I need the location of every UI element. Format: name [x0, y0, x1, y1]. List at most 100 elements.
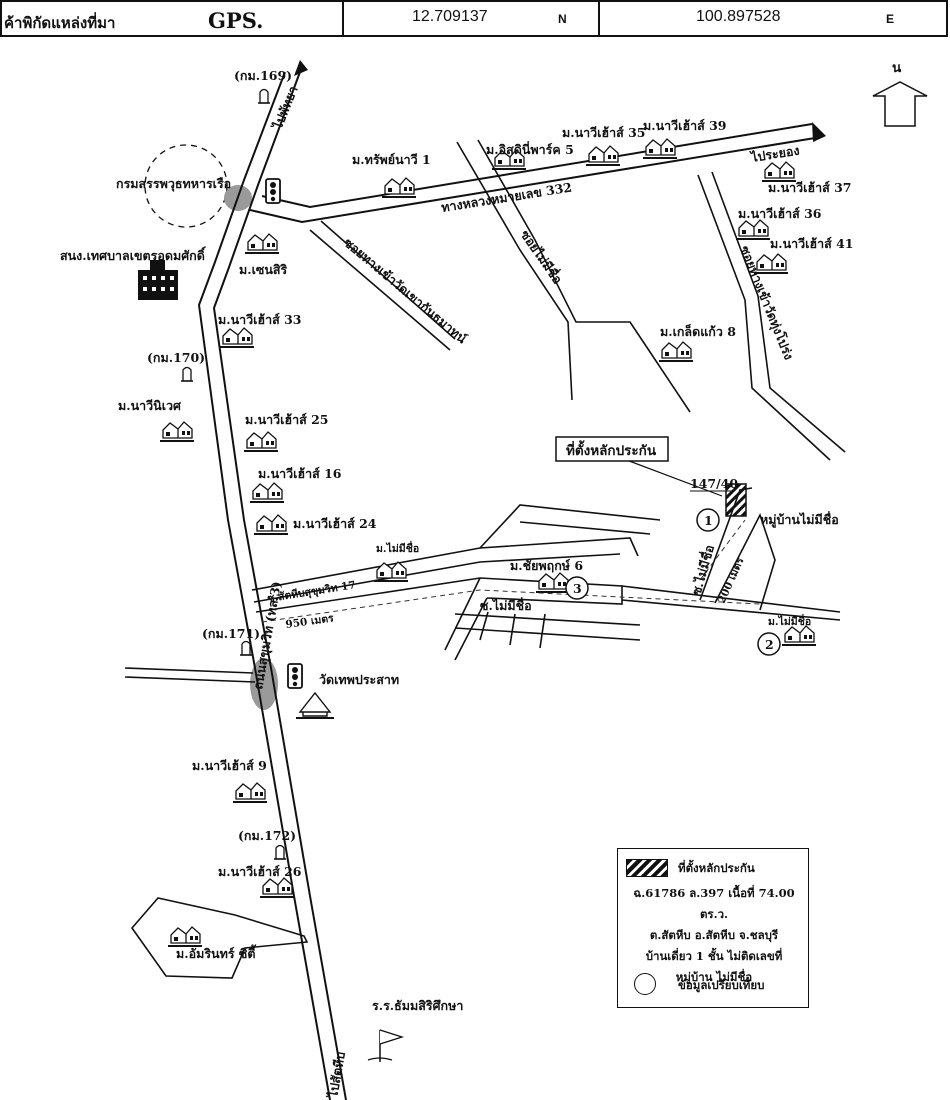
longitude-cell: 100.897528 E [600, 2, 946, 35]
navy-house-37-label: ม.นาวีเฮ้าส์ 37 [768, 180, 851, 195]
house-icon [167, 926, 203, 947]
north-arrow-icon: น [872, 60, 928, 127]
chaiyaphruek-6-label: ม.ชัยพฤกษ์ 6 [510, 558, 583, 573]
navy-house-41-label: ม.นาวีเฮ้าส์ 41 [770, 236, 853, 251]
house-icon [735, 219, 771, 240]
hwy332-label: ทางหลวงหมายเลข 332 [440, 179, 573, 214]
navy-house-39-label: ม.นาวีเฮ้าส์ 39 [643, 118, 726, 133]
soi-mai-mi-chue-road [456, 139, 691, 413]
legend-line-3: บ้านเดี่ยว 1 ชั้น ไม่ติดเลขที่ [645, 949, 783, 963]
sen-siri-label: ม.เซนสิริ [239, 262, 288, 277]
collateral-house-no: 147/40 [690, 476, 738, 491]
house-icon [585, 145, 621, 166]
legend-line-4: หมู่บ้าน ไม่มีชื่อ [675, 970, 753, 984]
km-post-icon [180, 366, 194, 382]
comparable-3: 3 [565, 576, 589, 600]
km-post-icon [257, 88, 271, 104]
school-label: ร.ร.ธัมมสิริศึกษา [372, 998, 463, 1013]
side-road [124, 676, 256, 683]
temple-icon [296, 691, 334, 719]
house-icon [761, 161, 797, 182]
km-172-label: (กม.172) [238, 828, 296, 843]
distance-200-label: 200 เมตร [716, 556, 747, 606]
road-arrow-icon [294, 60, 308, 76]
amarin-city-area [130, 897, 309, 979]
svg-text:1: 1 [704, 513, 713, 528]
soi-thung-prong-road [697, 171, 846, 461]
latitude-value: 12.709137 [412, 8, 488, 25]
house-icon [642, 138, 678, 159]
municipality-label: สนง.เทศบาลเขตรอุดมศักดิ์ [60, 246, 207, 264]
house-icon [244, 233, 280, 254]
km-169-label: (กม.169) [234, 68, 292, 83]
legend-line-1: ฉ.61786 ล.397 เนื้อที่ 74.00 ตร.ว. [633, 886, 795, 921]
navy-house-16-label: ม.นาวีเฮ้าส์ 16 [258, 466, 342, 481]
amarin-city-label: ม.อัมรินทร์ ซิตี้ [176, 944, 257, 961]
navy-house-36-label: ม.นาวีเฮ้าส์ 36 [738, 206, 822, 221]
north-label: น [892, 60, 902, 76]
soi-khao-kan-road [309, 229, 451, 351]
no-name-1-label: ม.ไม่มีชื่อ [376, 540, 419, 555]
flag-icon [367, 1029, 405, 1062]
legend: ที่ตั้งหลักประกัน ฉ.61786 ล.397 เนื้อที่… [617, 848, 809, 1008]
navy-dept-label: กรมสรรพวุธทหารเรือ [116, 176, 231, 192]
side-road [124, 667, 254, 674]
gps-header: ค้าพิกัดแหล่งที่มา GPS. 12.709137 N 100.… [0, 0, 948, 37]
house-icon [658, 341, 694, 362]
legend-title: ที่ตั้งหลักประกัน [678, 861, 755, 875]
collateral-parcel [725, 483, 747, 517]
legend-description: ฉ.61786 ล.397 เนื้อที่ 74.00 ตร.ว. ต.สัต… [622, 883, 806, 988]
comparable-circle-icon [634, 973, 656, 995]
traffic-light-icon [265, 178, 281, 204]
building-icon [138, 260, 178, 300]
km-170-label: (กม.170) [147, 350, 205, 365]
navy-house-25-label: ม.นาวีเฮ้าส์ 25 [245, 412, 328, 427]
navy-house-35-label: ม.นาวีเฮ้าส์ 35 [562, 125, 645, 140]
collateral-callout: ที่ตั้งหลักประกัน [566, 440, 657, 459]
klet-kaew-8-label: ม.เกล็ดแก้ว 8 [660, 324, 736, 339]
navy-house-9-label: ม.นาวีเฮ้าส์ 9 [192, 758, 267, 773]
sukhumvit-road [197, 60, 347, 1100]
house-icon [159, 421, 195, 442]
soi-khao-kan-label: ซอยทางเข้าวัดเขากันธมาทน์ [341, 235, 470, 347]
legend-line-2: ต.สัตหีบ อ.สัตหีบ จ.ชลบุรี [649, 928, 779, 942]
wat-thep-label: วัดเทพประสาท [319, 672, 399, 687]
comparable-2: 2 [757, 632, 781, 656]
house-icon [253, 514, 289, 535]
distance-950-label: 950 เมตร [285, 612, 335, 631]
to-rayong-label: ไประยอง [748, 143, 800, 166]
navy-niwet-label: ม.นาวีนิเวศ [118, 398, 182, 413]
comparable-1: 1 [696, 508, 720, 532]
house-icon [259, 877, 295, 898]
soi-no-name-label: ซ.ไม่มีชื่อ [480, 597, 532, 613]
house-icon [219, 327, 255, 348]
village-no-name-label: หมู่บ้านไม่มีชื่อ [760, 511, 839, 528]
latitude-cell: 12.709137 N [344, 2, 600, 35]
svg-text:2: 2 [765, 637, 774, 652]
house-icon [781, 625, 817, 646]
km-post-icon [273, 844, 287, 860]
navy-house-33-label: ม.นาวีเฮ้าส์ 33 [218, 312, 301, 327]
soi-no-name-v-label: ซ.ไม่มีชื่อ [688, 543, 718, 597]
sap-navy-1-label: ม.ทรัพย์นาวี 1 [352, 152, 431, 167]
km-post-icon [239, 640, 253, 656]
house-icon [232, 782, 268, 803]
navy-house-26-label: ม.นาวีเฮ้าส์ 26 [218, 864, 302, 879]
collateral-callout-box [555, 436, 669, 462]
no-name-2-label: ม.ไม่มีชื่อ [768, 613, 811, 628]
road-arrow-icon [812, 122, 826, 142]
house-icon [535, 572, 571, 593]
soi-17-road [251, 487, 841, 661]
house-icon [243, 431, 279, 452]
traffic-light-icon [287, 663, 303, 689]
house-icon [381, 177, 417, 198]
gps-label-cell: ค้าพิกัดแหล่งที่มา GPS. [2, 2, 344, 35]
longitude-value: 100.897528 [696, 8, 781, 25]
navy-house-24-label: ม.นาวีเฮ้าส์ 24 [293, 516, 377, 531]
gps-label: GPS. [208, 8, 264, 33]
coord-source-label: ค้าพิกัดแหล่งที่มา [4, 14, 116, 32]
longitude-unit: E [886, 12, 895, 26]
latitude-unit: N [558, 12, 567, 26]
isadini-park-5-label: ม.อิสดินี่พาร์ค 5 [486, 141, 574, 157]
